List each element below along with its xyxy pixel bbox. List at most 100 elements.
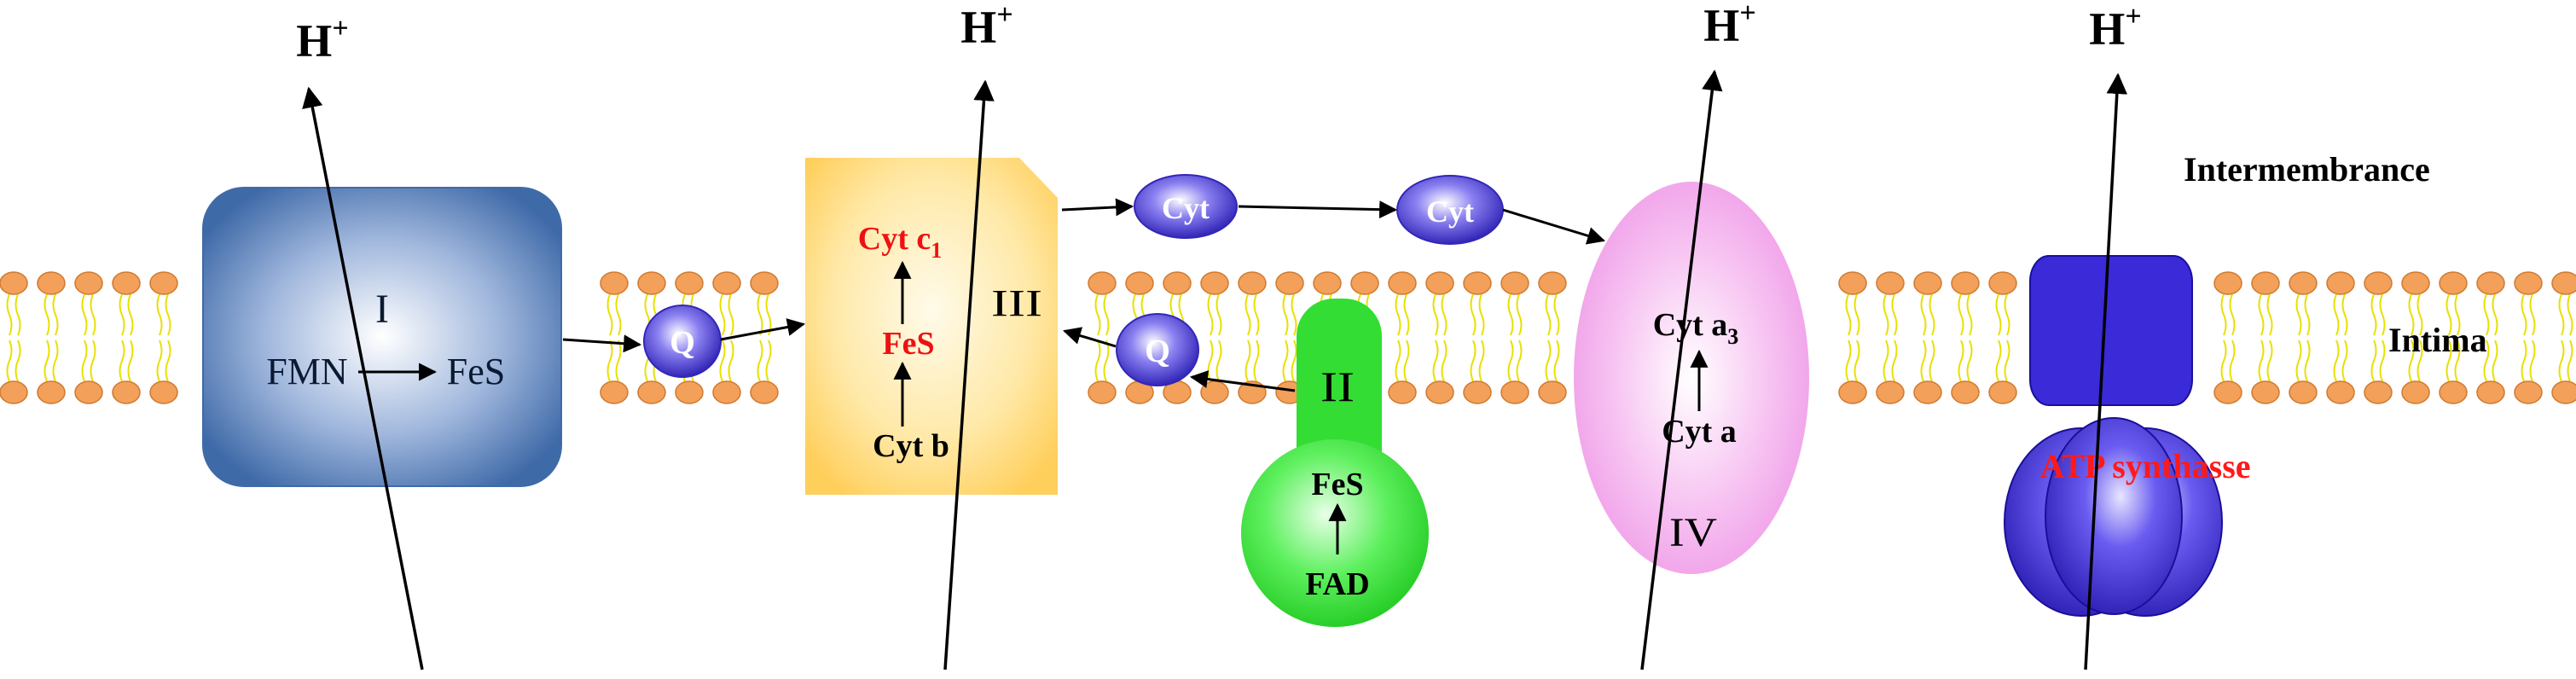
complex-i-numeral: I (375, 287, 389, 332)
lipid-head (2551, 271, 2576, 295)
arrow-cyt-2-to-complex-iv (1502, 208, 1606, 245)
lipid-tail (2266, 293, 2273, 336)
lipid-head (750, 271, 779, 295)
lipid-tail (165, 340, 171, 382)
lipid-head (600, 380, 629, 404)
arrow-complex-ii-to-q2 (1189, 370, 1296, 392)
lipid-tail (2454, 293, 2461, 336)
lipid-head (2401, 271, 2430, 295)
lipid-tail (1094, 293, 1101, 336)
lipid-tail (757, 340, 763, 382)
lipid-head (2476, 380, 2505, 404)
lipid-tail (1545, 293, 1552, 336)
lipid-head (149, 380, 178, 404)
lipid-tail (1103, 340, 1110, 382)
complex-iii-cyt-b-label: Cyt b (873, 428, 949, 464)
lipid-head (1088, 271, 1117, 295)
lipid-tail (1395, 293, 1401, 336)
lipid-tail (2558, 340, 2565, 382)
lipid-head (675, 380, 704, 404)
lipid-head (1951, 271, 1980, 295)
complex-ii-numeral: II (1320, 363, 1355, 410)
lipid-tail (1516, 340, 1523, 382)
cyt-c-carrier-2-label: Cyt (1426, 194, 1474, 229)
lipid-tail (1995, 340, 2002, 382)
lipid-tail (1958, 293, 1964, 336)
lipid-tail (1929, 293, 1935, 336)
lipid-tail (757, 293, 763, 336)
lipid-tail (1545, 340, 1552, 382)
lipid-tail (1516, 293, 1523, 336)
lipid-head (112, 380, 141, 404)
lipid-head (0, 380, 28, 404)
complex-iv: Cyt a3 Cyt a IV (1574, 182, 1809, 574)
lipid-head (1951, 380, 1980, 404)
lipid-head (1275, 271, 1304, 295)
lipid-tail (2558, 293, 2565, 336)
complex-iv-cyt-a-label: Cyt a (1662, 414, 1737, 450)
lipid-head (2551, 380, 2576, 404)
lipid-head (1125, 271, 1154, 295)
lipid-tail (1253, 293, 1260, 336)
lipid-tail (1929, 340, 1935, 382)
proton-arrow-complex-iii (943, 79, 995, 670)
atp-synthase-head-center (2045, 417, 2183, 615)
complex-ii-head (1241, 439, 1429, 627)
lipid-tail (6, 293, 13, 336)
lipid-tail (1244, 293, 1251, 336)
lipid-tail (719, 293, 726, 336)
lipid-head (2251, 271, 2280, 295)
lipid-tail (2341, 340, 2348, 382)
lipid-tail (1507, 293, 1514, 336)
lipid-tail (2529, 340, 2536, 382)
lipid-head (1988, 380, 2017, 404)
complex-i-body (202, 187, 562, 487)
lipid-head (637, 271, 666, 295)
lipid-tail (606, 293, 613, 336)
lipid-tail (2304, 340, 2311, 382)
complex-iii-numeral: III (991, 282, 1042, 324)
lipid-tail (127, 293, 134, 336)
intima-label: Intima (2388, 321, 2487, 359)
lipid-head (1538, 271, 1567, 295)
lipid-tail (2229, 293, 2236, 336)
lipid-tail (2258, 340, 2265, 382)
lipid-tail (1470, 293, 1477, 336)
atp-synthase-label: ATP synthasse (2039, 447, 2250, 485)
lipid-tail (1282, 340, 1289, 382)
lipid-tail (1215, 340, 1222, 382)
lipid-tail (1845, 340, 1852, 382)
lipid-tail (2004, 293, 2010, 336)
complex-iv-body (1574, 182, 1809, 574)
lipid-tail (615, 340, 622, 382)
lipid-tail (2304, 293, 2311, 336)
lipid-tail (1553, 340, 1560, 382)
cyt-c-carrier-1: Cyt (1134, 174, 1238, 239)
proton-label-4: H+ (2089, 1, 2141, 55)
lipid-tail (1478, 293, 1485, 336)
lipid-tail (44, 340, 50, 382)
complex-i-fmn-label: FMN (266, 351, 347, 392)
lipid-head (600, 271, 629, 295)
lipid-tail (2483, 293, 2490, 336)
lipid-head (1838, 271, 1867, 295)
lipid-tail (119, 340, 125, 382)
lipid-head (2439, 380, 2468, 404)
lipid-tail (1966, 340, 1973, 382)
lipid-tail (1207, 293, 1214, 336)
lipid-tail (2379, 293, 2386, 336)
lipid-head (1876, 271, 1905, 295)
proton-label-3: H+ (1703, 0, 1755, 51)
complex-iv-numeral: IV (1669, 510, 1717, 555)
lipid-tail (1094, 340, 1101, 382)
lipid-tail (52, 340, 59, 382)
lipid-head (1388, 380, 1417, 404)
lipid-head (1425, 380, 1454, 404)
lipid-head (1913, 380, 1942, 404)
lipid-tail (2492, 340, 2498, 382)
lipid-tail (1478, 340, 1485, 382)
lipid-head (1425, 271, 1454, 295)
proton-label-2: H+ (960, 0, 1012, 53)
lipid-tail (765, 340, 772, 382)
lipid-head (74, 380, 103, 404)
